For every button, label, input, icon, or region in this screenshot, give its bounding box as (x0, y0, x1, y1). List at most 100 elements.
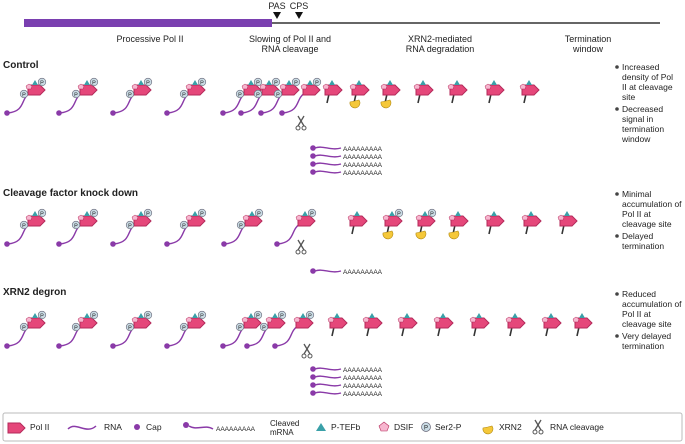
dsif-icon (484, 214, 492, 221)
polya-tail: AAAAAAAAA (343, 383, 383, 390)
scissors-icon (301, 343, 313, 359)
dsif-icon (382, 214, 390, 221)
ser2-p-label: P (92, 211, 96, 217)
cap-icon (258, 110, 264, 116)
pol-ii-unit: PP (56, 77, 99, 116)
note-line: window (621, 134, 651, 144)
pol-ii-unit: PP (4, 208, 47, 247)
dsif-icon (131, 214, 139, 221)
legend-cap-label: Cap (146, 422, 162, 432)
polya-tail: AAAAAAAAA (343, 391, 383, 398)
ser2-p-icon (89, 310, 99, 320)
cap-icon (244, 343, 250, 349)
dsif-icon (25, 214, 33, 221)
p-tefb-icon (512, 313, 518, 318)
pol-ii-unit (447, 80, 468, 104)
legend-rna-label: RNA (104, 422, 122, 432)
pol-ii-unit: PP (220, 310, 263, 349)
ser2-p-icon (253, 77, 263, 87)
note-line: Minimal (622, 189, 651, 199)
cleaved-mrna: AAAAAAAAA (310, 382, 383, 390)
dsif-icon (242, 214, 250, 221)
legend-p-tefb-label: P-TEFb (331, 422, 361, 432)
p-tefb-icon (526, 80, 532, 85)
legend-cleaved-rna-icon (188, 425, 214, 430)
ser2-p-label: P (430, 211, 434, 217)
p-tefb-icon (455, 211, 461, 216)
cap-icon (310, 374, 316, 380)
p-tefb-icon (302, 211, 308, 216)
polya-tail: AAAAAAAAA (343, 375, 383, 382)
ser2-p-icon (179, 322, 189, 332)
ser2-p-icon (277, 310, 287, 320)
ser2-p-label: P (239, 223, 243, 229)
ser2-p-icon (235, 322, 245, 332)
legend-cleaved-cap-icon (183, 422, 189, 428)
dsif-icon (259, 83, 267, 90)
p-tefb-icon (548, 313, 554, 318)
pol-ii-unit: P (382, 208, 404, 240)
ser2-p-label: P (128, 223, 132, 229)
ser2-p-label: P (146, 313, 150, 319)
scissor-blade (297, 115, 305, 127)
dsif-icon (241, 83, 249, 90)
p-tefb-icon (300, 313, 306, 318)
ser2-p-icon (394, 208, 404, 218)
note-line: cleavage site (622, 219, 672, 229)
ser2-p-label: P (276, 92, 280, 98)
dsif-icon (327, 316, 335, 323)
dsif-icon (185, 214, 193, 221)
pol-ii-unit: PP (221, 208, 264, 247)
row-xrn2-degron: PPPPPPPPPPPPPAAAAAAAAAAAAAAAAAAAAAAAAAAA… (4, 310, 593, 398)
p-tefb-icon (354, 211, 360, 216)
polya-tail: AAAAAAAAA (343, 170, 383, 177)
scissor-blade (303, 343, 311, 355)
cap-icon (310, 382, 316, 388)
dsif-icon (25, 83, 33, 90)
ser2-p-icon (291, 77, 301, 87)
ser2-p-label: P (146, 80, 150, 86)
pol-ii-unit: PP (110, 310, 153, 349)
note-line: Pol II at (622, 209, 651, 219)
bullet-dot (615, 292, 619, 296)
cap-icon (110, 110, 116, 116)
dsif-icon (185, 316, 193, 323)
cleaved-mrna: AAAAAAAAA (310, 153, 383, 161)
legend-xrn2-label: XRN2 (499, 422, 522, 432)
note-line: site (622, 92, 636, 102)
ser2-p-label: P (128, 325, 132, 331)
ser2-p-icon (427, 208, 437, 218)
ser2-p-icon (19, 89, 29, 99)
p-tefb-icon (422, 211, 428, 216)
scissor-blade (297, 239, 305, 251)
p-tefb-icon (248, 80, 254, 85)
ser2-p-icon (253, 89, 263, 99)
p-tefb-icon (454, 80, 460, 85)
pol-ii-unit (505, 313, 526, 337)
ser2-p-icon (71, 89, 81, 99)
pol-ii-unit: P (415, 208, 437, 240)
p-tefb-icon (334, 313, 340, 318)
rna-strand (314, 391, 342, 395)
ser2-p-icon (37, 77, 47, 87)
ser2-p-label: P (22, 223, 26, 229)
bullet-dot (615, 65, 619, 69)
ser2-p-label: P (182, 92, 186, 98)
cap-icon (110, 241, 116, 247)
dsif-icon (293, 316, 301, 323)
pol-ii-unit (380, 80, 401, 109)
ser2-p-label: P (274, 80, 278, 86)
p-tefb-icon (440, 313, 446, 318)
ser2-p-label: P (146, 211, 150, 217)
dsif-icon (415, 214, 423, 221)
dsif-icon (397, 316, 405, 323)
xrn2-icon (382, 230, 394, 240)
note-line: Delayed (622, 231, 653, 241)
cap-icon (274, 241, 280, 247)
polymerase-rows: PPPPPPPPPPPPPPPAAAAAAAAAAAAAAAAAAAAAAAAA… (4, 77, 593, 398)
legend-scissor-ring (532, 429, 538, 435)
legend-p-tefb-icon (316, 423, 326, 431)
